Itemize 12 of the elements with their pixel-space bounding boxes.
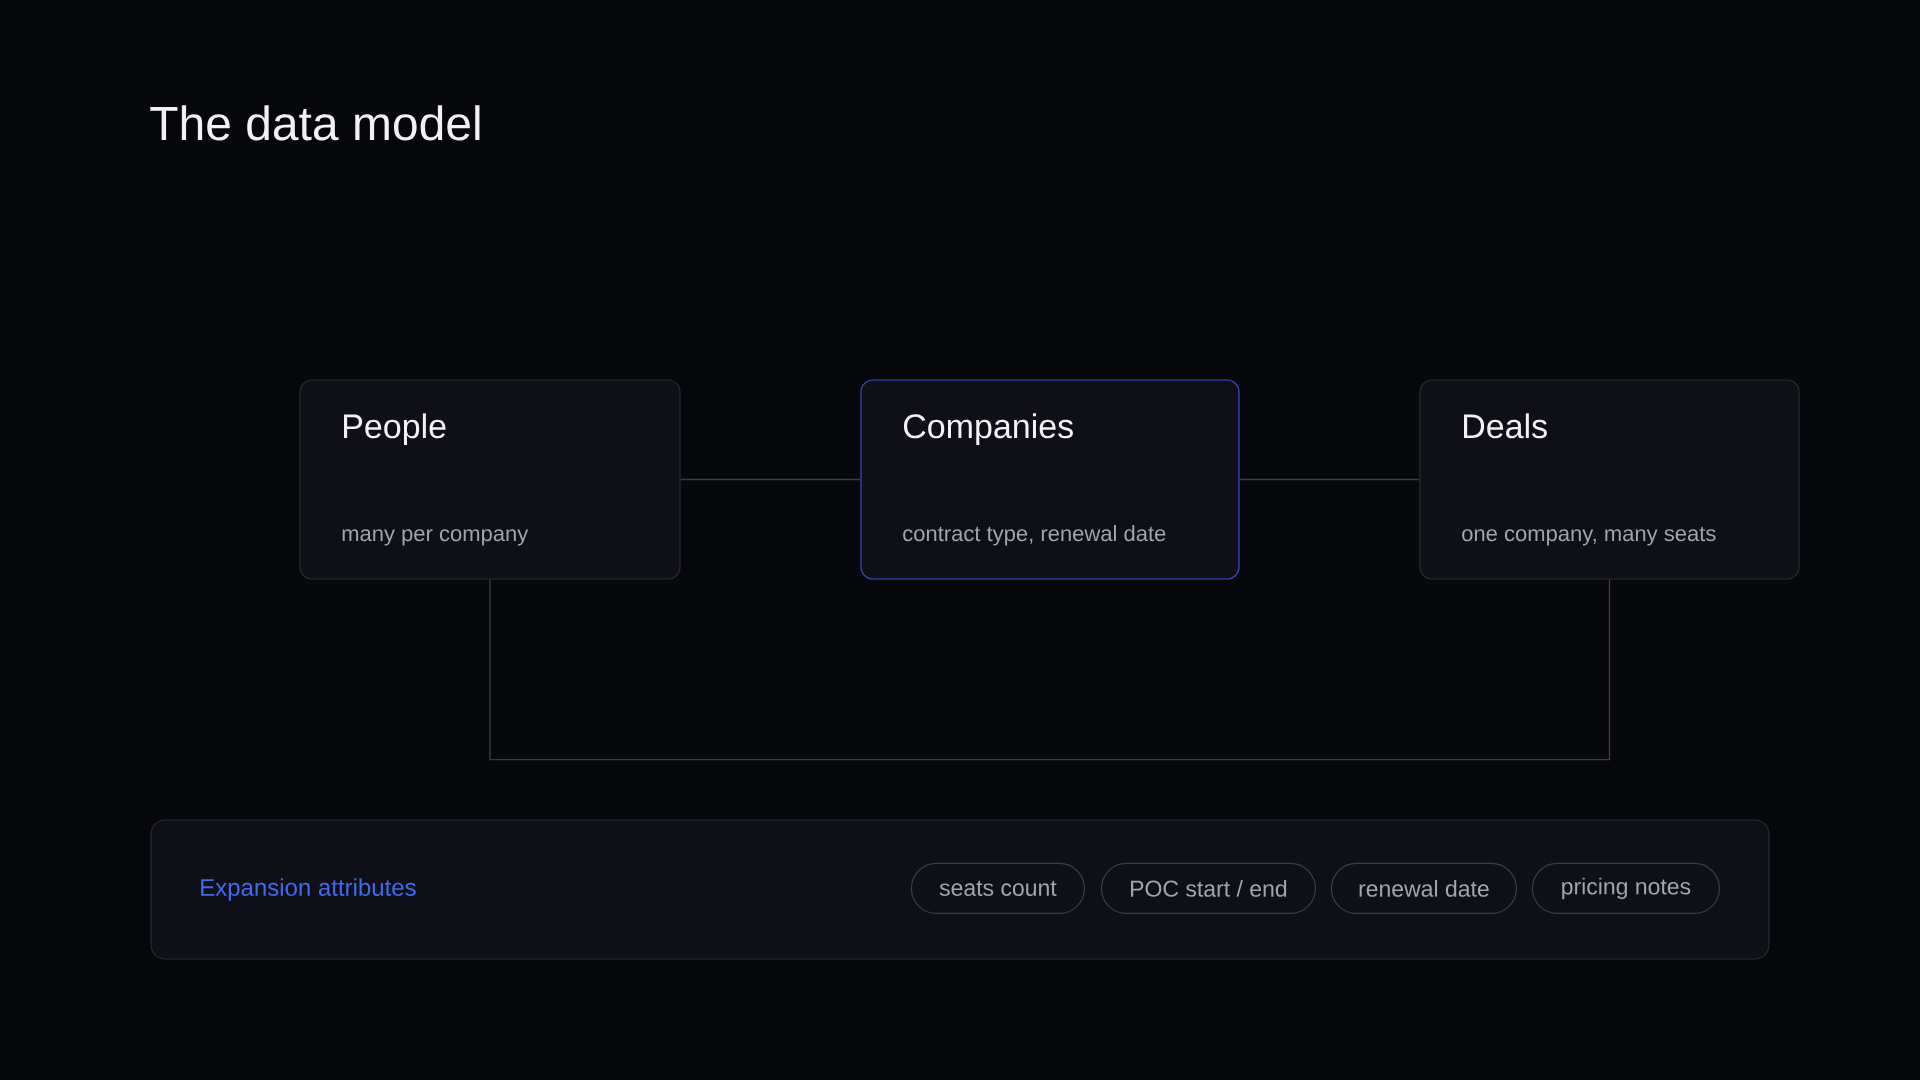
connector-line bbox=[489, 578, 1611, 761]
entity-card: People many per company bbox=[299, 379, 681, 580]
entity-card: Companies contract type, renewal date bbox=[860, 379, 1240, 580]
connector-line bbox=[679, 478, 862, 481]
title: The data model bbox=[150, 105, 480, 141]
attribute-pill: renewal date bbox=[1330, 862, 1517, 914]
connector-line bbox=[1238, 478, 1421, 481]
panel-heading: Expansion attributes bbox=[201, 878, 416, 901]
attribute-pill: seats count bbox=[910, 862, 1085, 914]
entity-card: Deals one company, many seats bbox=[1419, 379, 1800, 580]
attribute-pill: POC start / end bbox=[1100, 862, 1316, 914]
attribute-pill: pricing notes bbox=[1531, 862, 1720, 914]
